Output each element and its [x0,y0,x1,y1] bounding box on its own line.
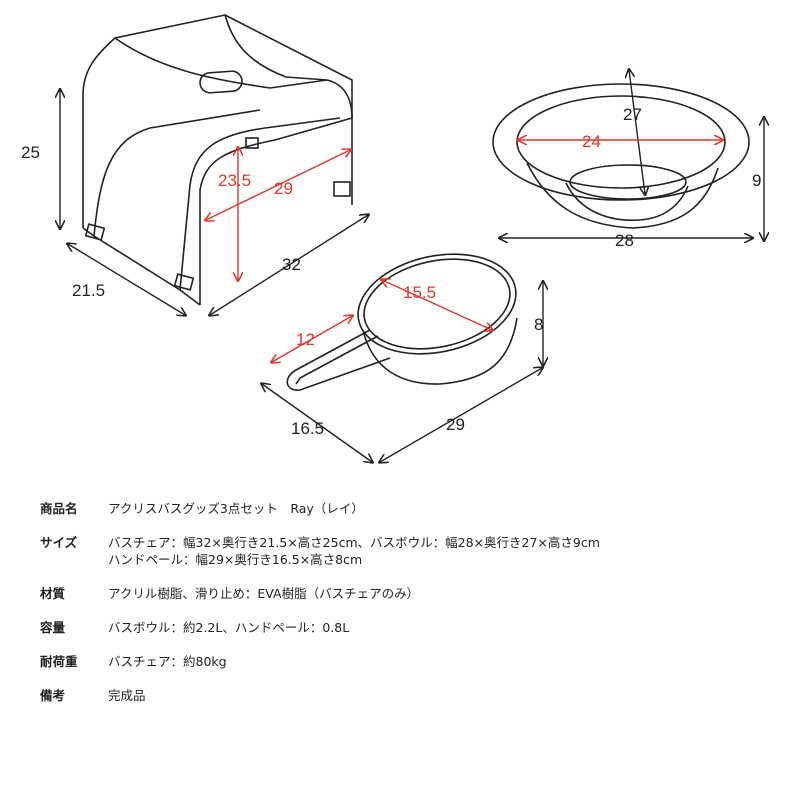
spec-label: 耐荷重 [40,654,78,669]
bath-bowl-illustration [492,83,750,229]
spec-row: サイズ バスチェア：幅32×奥行き21.5×高さ25cm、バスボウル：幅28×奥… [40,534,780,568]
spec-label: 商品名 [40,501,78,516]
product-dimension-diagram: 25 21.5 32 23.5 29 27 24 9 28 12 15.5 8 … [21,14,800,480]
bowl-height-dim: 9 [752,171,761,190]
spec-row: 商品名 アクリスバスグッズ3点セット Ray（レイ） [40,500,780,517]
bowl-inner-dim: 24 [582,132,601,151]
chair-height-dim: 25 [21,143,40,162]
spec-label: サイズ [40,535,78,550]
spec-value: アクリスバスグッズ3点セット Ray（レイ） [108,501,364,516]
pail-height-dim: 8 [534,315,543,334]
chair-depth-dim: 21.5 [72,281,105,300]
pail-width-dim: 29 [446,415,465,434]
spec-row: 耐荷重 バスチェア：約80kg [40,653,780,670]
spec-row: 材質 アクリル樹脂、滑り止め：EVA樹脂（バスチェアのみ） [40,585,780,602]
spec-value: バスチェア：約80kg [108,654,227,669]
spec-label: 容量 [40,620,66,635]
spec-value: バスボウル：約2.2L、ハンドペール：0.8L [108,620,350,635]
hand-pail-illustration [286,253,518,391]
spec-label: 備考 [40,688,66,703]
chair-width-dim: 32 [282,255,301,274]
pail-diameter-dim: 15.5 [403,283,436,302]
spec-value: ハンドペール：幅29×奥行き16.5×高さ8cm [108,552,363,567]
pail-handle-dim: 12 [296,330,315,349]
bath-chair-illustration [82,14,353,306]
spec-row: 備考 完成品 [40,687,780,704]
spec-value: 完成品 [108,688,146,703]
bowl-depth-dim: 27 [623,105,642,124]
chair-inner-width-dim: 29 [274,179,293,198]
spec-row: 容量 バスボウル：約2.2L、ハンドペール：0.8L [40,619,780,636]
bowl-width-dim: 28 [615,231,634,250]
chair-inner-height-dim: 23.5 [218,171,251,190]
spec-value: バスチェア：幅32×奥行き21.5×高さ25cm、バスボウル：幅28×奥行き27… [108,535,600,550]
pail-depth-dim: 16.5 [291,419,324,438]
spec-value: アクリル樹脂、滑り止め：EVA樹脂（バスチェアのみ） [108,586,420,601]
spec-table: 商品名 アクリスバスグッズ3点セット Ray（レイ） サイズ バスチェア：幅32… [40,500,780,721]
spec-label: 材質 [40,586,66,601]
